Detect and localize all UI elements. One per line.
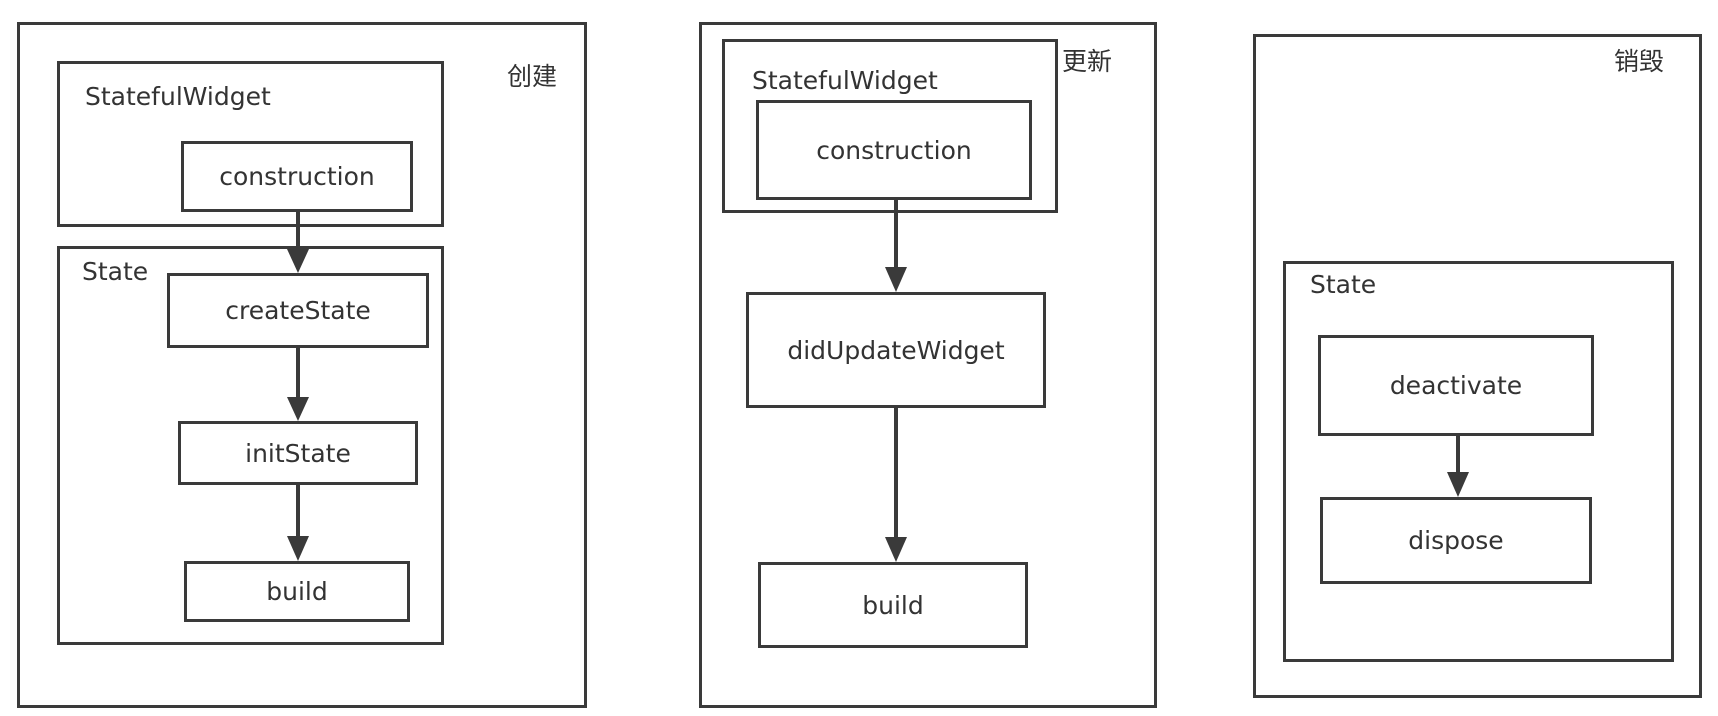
update-stateful-widget-label: StatefulWidget: [752, 66, 938, 95]
create-stateful-widget-label: StatefulWidget: [85, 82, 271, 111]
create-state-node: createState: [167, 273, 429, 348]
create-build-node: build: [184, 561, 410, 622]
create-state-label: State: [82, 257, 149, 286]
deactivate-node: deactivate: [1318, 335, 1594, 436]
update-stateful-widget-group: [722, 39, 1058, 213]
create-stateful-widget-group: [57, 61, 444, 227]
create-panel-title: 创建: [507, 62, 558, 91]
create-panel: [17, 22, 587, 708]
update-build-node: build: [758, 562, 1028, 648]
destroy-state-label: State: [1310, 270, 1377, 299]
update-construction-node: construction: [756, 100, 1032, 200]
update-panel-title: 更新: [1062, 47, 1113, 76]
init-state-node: initState: [178, 421, 418, 485]
dispose-node: dispose: [1320, 497, 1592, 584]
create-state-group: [57, 246, 444, 645]
destroy-panel-title: 销毁: [1614, 47, 1665, 76]
did-update-widget-node: didUpdateWidget: [746, 292, 1046, 408]
update-panel: [699, 22, 1157, 708]
create-construction-node: construction: [181, 141, 413, 212]
destroy-state-group: [1283, 261, 1674, 662]
destroy-panel: [1253, 34, 1702, 698]
